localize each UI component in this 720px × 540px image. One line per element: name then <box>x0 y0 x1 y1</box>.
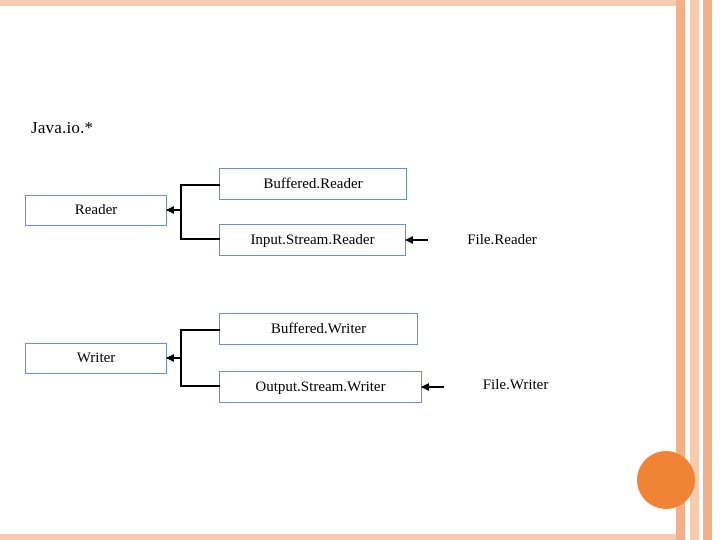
reader-arrowhead-icon <box>166 206 174 214</box>
top-accent-band <box>0 0 676 6</box>
decorative-circle <box>637 451 695 509</box>
node-input-stream-reader: Input.Stream.Reader <box>219 224 406 256</box>
output-stream-writer-arrowhead-icon <box>421 383 429 391</box>
writer-bracket-bottom <box>180 385 220 387</box>
writer-bracket-vertical <box>180 329 182 387</box>
reader-connector-line <box>167 209 181 211</box>
page-title: Java.io.* <box>31 118 94 137</box>
node-reader: Reader <box>25 195 167 226</box>
node-writer: Writer <box>25 343 167 374</box>
reader-bracket-bottom <box>180 238 220 240</box>
writer-connector-line <box>167 357 181 359</box>
writer-bracket-top <box>180 329 220 331</box>
right-stripe-5 <box>703 0 712 540</box>
input-stream-reader-arrowhead-icon <box>405 236 413 244</box>
right-stripe-4 <box>699 0 703 540</box>
reader-bracket-vertical <box>180 184 182 240</box>
file-writer-connector-line <box>422 386 444 388</box>
file-reader-connector-line <box>406 239 428 241</box>
right-stripe-2 <box>685 0 690 540</box>
bottom-accent-band <box>0 534 676 540</box>
node-file-writer: File.Writer <box>482 376 549 393</box>
right-stripe-6 <box>712 0 720 540</box>
right-stripe-1 <box>676 0 685 540</box>
node-file-reader: File.Reader <box>467 231 537 248</box>
right-stripe-3 <box>690 0 699 540</box>
node-buffered-writer: Buffered.Writer <box>219 313 418 345</box>
node-output-stream-writer: Output.Stream.Writer <box>219 371 422 403</box>
node-buffered-reader: Buffered.Reader <box>219 168 407 200</box>
reader-bracket-top <box>180 184 220 186</box>
writer-arrowhead-icon <box>166 354 174 362</box>
